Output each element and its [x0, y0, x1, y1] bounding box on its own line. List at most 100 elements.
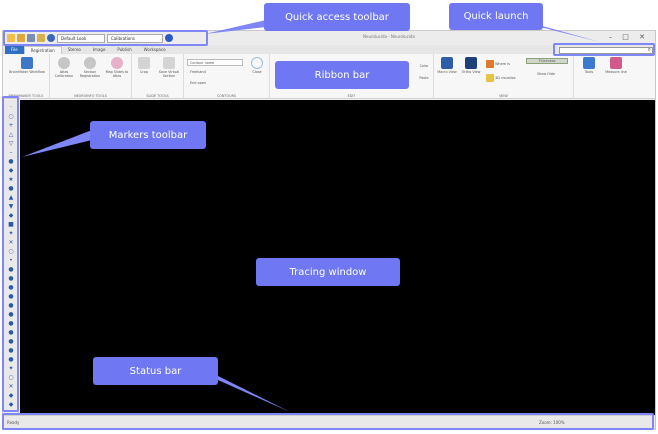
open-folder-icon[interactable]: [17, 34, 25, 42]
group-label: CONTOURS: [216, 94, 237, 98]
marker-button[interactable]: ●: [8, 356, 14, 363]
marker-button[interactable]: ●: [8, 347, 14, 354]
marker-button[interactable]: ▲: [8, 194, 14, 201]
status-bar: Ready Zoom: 100%: [3, 415, 655, 429]
marker-button[interactable]: ●: [8, 185, 14, 192]
quick-launch-input[interactable]: ⌕: [559, 46, 653, 54]
3d-visualize-button[interactable]: 3D visualize: [486, 74, 522, 82]
map-slides-button[interactable]: Map Slides to Atlas: [104, 57, 130, 78]
callout-markers-toolbar: Markers toolbar: [90, 121, 206, 149]
marker-button[interactable]: ○: [8, 248, 14, 255]
quick-access-toolbar: Default Look Calibrations: [3, 31, 209, 45]
end-open-button[interactable]: End open: [190, 81, 206, 85]
marker-button[interactable]: ★: [8, 176, 14, 183]
marker-button[interactable]: ◆: [8, 212, 14, 219]
marker-button[interactable]: ✕: [8, 383, 14, 390]
marker-button[interactable]: ●: [8, 311, 14, 318]
markers-highlight: [2, 96, 19, 412]
marker-button[interactable]: ●: [8, 158, 14, 165]
new-file-icon[interactable]: [7, 34, 15, 42]
refresh-icon[interactable]: [47, 34, 55, 42]
status-highlight: [2, 413, 654, 430]
marker-button[interactable]: •: [9, 257, 13, 264]
ribbon-group-brainmaker: BrainMaker Workflow BRAINMAKER TOOLS: [3, 54, 50, 99]
section-registration-button[interactable]: Section Registration: [78, 57, 102, 78]
brainmaker-workflow-button[interactable]: BrainMaker Workflow: [9, 57, 45, 74]
ribbon-group-edit: Color Paste EDIT: [270, 54, 434, 99]
contour-name-dropdown[interactable]: Contour name: [187, 59, 243, 66]
marker-button[interactable]: ●: [8, 266, 14, 273]
marker-button[interactable]: ●: [8, 293, 14, 300]
layout-dropdown[interactable]: Default Look: [57, 33, 105, 43]
marker-button[interactable]: ◆: [8, 401, 14, 408]
tools-button[interactable]: Tools: [578, 57, 600, 74]
save-section-icon: [163, 57, 175, 69]
callout-status-bar: Status bar: [93, 357, 218, 385]
ribbon-group-neuroinfo: Atlas Calibration Section Registration M…: [50, 54, 132, 99]
tab-file[interactable]: File: [5, 46, 24, 54]
where-is-button[interactable]: Where is: [486, 60, 522, 68]
marker-button[interactable]: ✕: [8, 239, 14, 246]
calibrations-dropdown[interactable]: Calibrations: [107, 33, 163, 43]
tab-registration[interactable]: Registration: [23, 46, 62, 54]
ribbon-group-contours: Contour name Freehand End open Close CON…: [184, 54, 270, 99]
crop-button[interactable]: Crop: [134, 57, 154, 74]
brain-map-icon: [111, 57, 123, 69]
marker-button[interactable]: –: [9, 149, 13, 156]
save-virtual-section-button[interactable]: Save Virtual Section: [156, 57, 182, 78]
wrench-icon: [583, 57, 595, 69]
help-icon[interactable]: [165, 34, 173, 42]
atlas-calibration-button[interactable]: Atlas Calibration: [52, 57, 76, 78]
marker-button[interactable]: ◆: [8, 167, 14, 174]
marker-button[interactable]: △: [8, 131, 14, 138]
quick-access-highlight: [3, 30, 208, 46]
marker-button[interactable]: +: [8, 122, 14, 129]
marker-button[interactable]: ●: [8, 284, 14, 291]
zoom-readout: Zoom: 100%: [539, 420, 565, 425]
macro-view-button[interactable]: Macro View: [436, 57, 458, 74]
folder-icon[interactable]: [37, 34, 45, 42]
marker-button[interactable]: ■: [8, 221, 14, 228]
tab-publish[interactable]: Publish: [117, 47, 132, 52]
ribbon-group-view: Macro View Ortho View Where is 3D visual…: [434, 54, 574, 99]
marker-button[interactable]: ○: [8, 113, 14, 120]
marker-button[interactable]: ●: [8, 275, 14, 282]
tab-stereo[interactable]: Stereo: [67, 47, 81, 52]
marker-button[interactable]: ●: [8, 338, 14, 345]
show-hide-button[interactable]: Show Hide: [537, 72, 555, 76]
tab-workspace[interactable]: Workspace: [143, 47, 166, 52]
marker-button[interactable]: ●: [8, 320, 14, 327]
tab-image[interactable]: Image: [92, 47, 106, 52]
close-contour-icon: [251, 57, 263, 69]
color-button[interactable]: Color: [419, 64, 429, 68]
callout-ribbon-bar: Ribbon bar: [275, 61, 409, 89]
marker-button[interactable]: ✦: [8, 230, 14, 237]
ribbon-tabs: File Registration Stereo Image Publish W…: [3, 45, 655, 54]
ortho-view-icon: [465, 57, 477, 69]
group-label: SLIDE TOOLS: [146, 94, 169, 98]
marker-button[interactable]: ▼: [8, 203, 14, 210]
marker-button[interactable]: ▽: [8, 140, 14, 147]
workflow-icon: [21, 57, 33, 69]
group-label: NEUROINFO TOOLS: [74, 94, 107, 98]
paste-button[interactable]: Paste: [419, 76, 429, 80]
save-icon[interactable]: [27, 34, 35, 42]
marker-button[interactable]: ·: [10, 104, 12, 111]
marker-button[interactable]: ●: [8, 302, 14, 309]
close-contour-button[interactable]: Close: [246, 57, 268, 74]
title-bar: Default Look Calibrations Neurolucida - …: [3, 31, 655, 45]
marker-button[interactable]: ○: [8, 374, 14, 381]
3d-icon: [486, 74, 494, 82]
thickness-button[interactable]: Thickness: [526, 58, 568, 64]
measure-line-button[interactable]: Measure line: [602, 57, 630, 74]
status-text: Ready: [7, 420, 20, 425]
marker-button[interactable]: ◆: [8, 392, 14, 399]
ortho-view-button[interactable]: Ortho View: [460, 57, 482, 74]
group-label: VIEW: [499, 94, 508, 98]
marker-button[interactable]: ✦: [8, 365, 14, 372]
freehand-button[interactable]: Freehand: [190, 70, 206, 74]
group-label: BRAINMAKER TOOLS: [8, 94, 44, 98]
marker-button[interactable]: ●: [8, 329, 14, 336]
crop-icon: [138, 57, 150, 69]
window-controls[interactable]: – □ ✕: [608, 33, 649, 41]
